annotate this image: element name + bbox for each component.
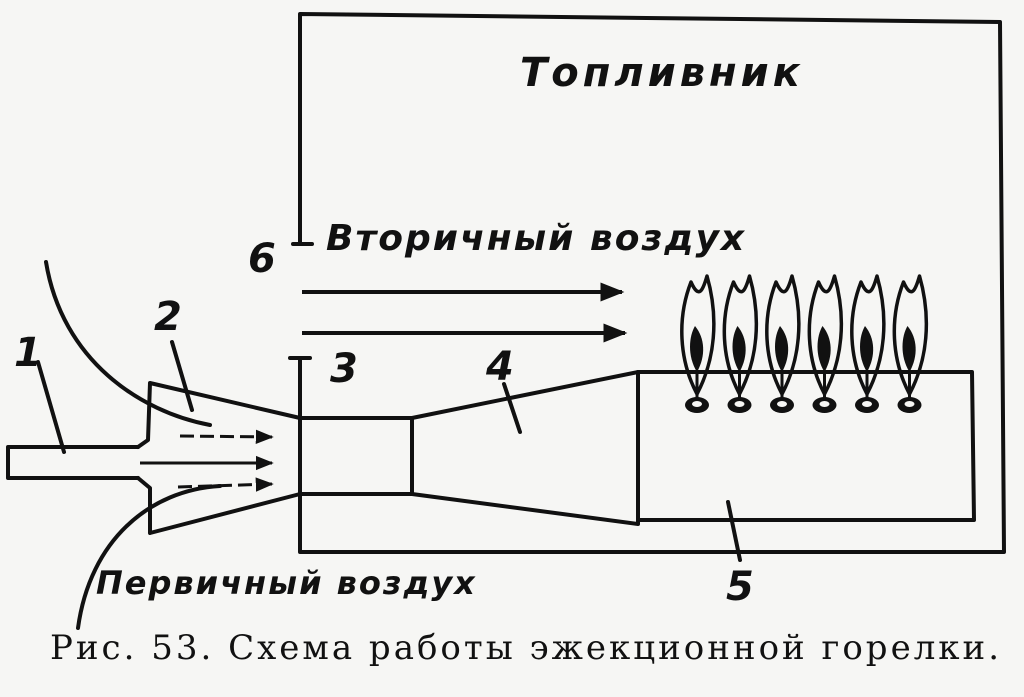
leader-5: [726, 500, 742, 562]
number-5: 5: [726, 564, 754, 610]
burner-manifold: [636, 370, 976, 522]
flow-arrow-upper: [179, 429, 274, 445]
nozzle-cone: [136, 381, 302, 535]
flame-6: [892, 274, 929, 413]
number-1: 1: [14, 330, 42, 376]
primary-air-curve-bottom: [76, 484, 222, 630]
leader-1: [36, 360, 66, 454]
number-3: 3: [330, 346, 358, 392]
flame-4: [807, 274, 844, 413]
mixer-throat: [298, 416, 414, 496]
furnace-box: [298, 12, 1006, 554]
flow-arrow-lower: [177, 477, 274, 492]
figure-caption: Рис. 53. Схема работы эжекционной горелк…: [50, 628, 1010, 668]
flame-5: [850, 274, 886, 413]
leader-4: [502, 382, 522, 434]
flames-group: [680, 274, 929, 413]
primary-air-curve-top: [44, 260, 212, 427]
flame-2: [722, 274, 759, 413]
figure-title: Схема работы эжекционной горелки.: [228, 628, 1003, 668]
leader-2: [170, 340, 194, 412]
flame-1: [680, 274, 716, 413]
diffuser: [410, 370, 640, 526]
furnace-label: Топливник: [520, 50, 804, 96]
secondary-air-label: Вторичный воздух: [326, 218, 746, 259]
primary-air-label: Первичный воздух: [96, 564, 477, 602]
number-4: 4: [485, 344, 514, 390]
flame-3: [765, 274, 801, 413]
gas-pipe: [6, 445, 140, 480]
number-6: 6: [248, 236, 276, 282]
figure-number: Рис. 53.: [50, 628, 215, 668]
number-2: 2: [154, 294, 182, 340]
